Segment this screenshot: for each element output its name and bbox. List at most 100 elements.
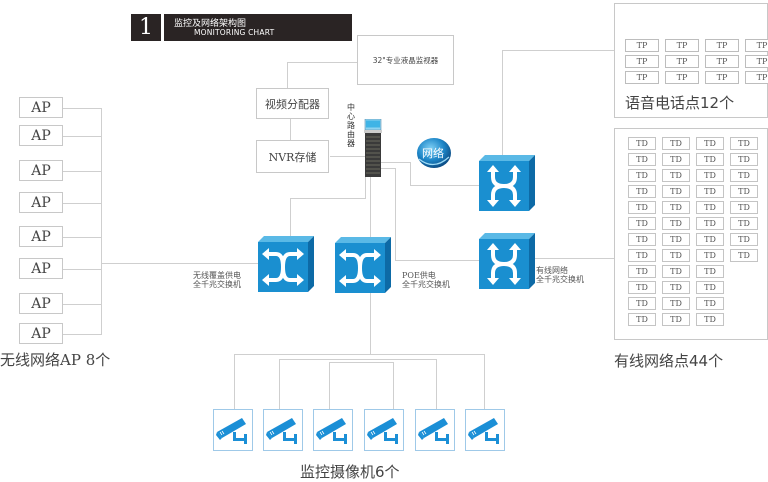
- td-node: TD: [628, 185, 656, 198]
- tp-group-caption: 语音电话点12个: [625, 94, 735, 112]
- tp-node: TP: [745, 55, 768, 68]
- td-empty: [730, 281, 758, 294]
- camera-icon: [313, 409, 353, 451]
- header-title-cn: 监控及网络架构图: [174, 19, 247, 29]
- td-node: TD: [696, 153, 724, 166]
- td-node: TD: [696, 313, 724, 326]
- tp-node: TP: [745, 39, 768, 52]
- wireless-switch-label: 无线覆盖供电 全千兆交换机: [193, 271, 241, 289]
- td-node: TD: [696, 265, 724, 278]
- td-node: TD: [628, 217, 656, 230]
- td-node: TD: [696, 137, 724, 150]
- td-group-caption: 有线网络点44个: [614, 352, 724, 370]
- ap-node: AP: [19, 323, 63, 344]
- wired-switch-icon: [479, 233, 535, 289]
- td-node: TD: [696, 185, 724, 198]
- td-node: TD: [662, 297, 690, 310]
- network-globe-label: 网络: [422, 147, 444, 160]
- wired-switch-label: 有线网络 全千兆交换机: [536, 266, 584, 284]
- ap-node: AP: [19, 293, 63, 314]
- top-right-switch-icon: [479, 155, 535, 211]
- td-node: TD: [730, 217, 758, 230]
- tp-node: TP: [705, 71, 739, 84]
- camera-icon: [263, 409, 303, 451]
- nvr-storage-box: NVR存储: [256, 140, 329, 173]
- tp-node: TP: [665, 71, 699, 84]
- ap-node: AP: [19, 258, 63, 279]
- td-node: TD: [662, 137, 690, 150]
- td-node: TD: [628, 249, 656, 262]
- ap-node: AP: [19, 192, 63, 213]
- tp-node: TP: [625, 39, 659, 52]
- td-node: TD: [662, 169, 690, 182]
- td-node: TD: [662, 185, 690, 198]
- video-splitter-label: 视频分配器: [265, 97, 320, 111]
- td-node: TD: [628, 313, 656, 326]
- td-empty: [730, 313, 758, 326]
- section-number: 1: [131, 14, 161, 41]
- td-node: TD: [730, 201, 758, 214]
- tp-node: TP: [625, 55, 659, 68]
- camera-icon: [415, 409, 455, 451]
- td-node: TD: [628, 153, 656, 166]
- td-empty: [730, 297, 758, 310]
- video-splitter-box: 视频分配器: [256, 88, 329, 119]
- network-globe-icon: 网络: [416, 135, 452, 171]
- tp-node: TP: [665, 39, 699, 52]
- td-node: TD: [662, 313, 690, 326]
- lcd-monitor-label: 32"专业液晶监视器: [372, 55, 439, 65]
- td-node: TD: [730, 185, 758, 198]
- td-node: TD: [662, 281, 690, 294]
- ap-node: AP: [19, 226, 63, 247]
- camera-icon: [364, 409, 404, 451]
- td-node: TD: [696, 217, 724, 230]
- ap-node: AP: [19, 125, 63, 146]
- td-node: TD: [730, 153, 758, 166]
- camera-icon: [213, 409, 253, 451]
- camera-group-caption: 监控摄像机6个: [300, 463, 400, 481]
- tp-node: TP: [665, 55, 699, 68]
- nvr-storage-label: NVR存储: [268, 150, 317, 164]
- core-switch-icon: [335, 237, 391, 293]
- td-node: TD: [730, 233, 758, 246]
- td-node: TD: [662, 153, 690, 166]
- td-empty: [730, 265, 758, 278]
- ap-node: AP: [19, 97, 63, 118]
- lcd-monitor-box: 32"专业液晶监视器: [357, 35, 454, 85]
- td-node: TD: [628, 281, 656, 294]
- wireless-switch-icon: [258, 236, 314, 292]
- header-bar: 监控及网络架构图 MONITORING CHART: [164, 14, 352, 41]
- td-node: TD: [730, 169, 758, 182]
- td-node: TD: [628, 137, 656, 150]
- td-node: TD: [662, 249, 690, 262]
- router-icon: [363, 118, 383, 177]
- td-node: TD: [662, 217, 690, 230]
- tp-node: TP: [745, 71, 768, 84]
- td-node: TD: [696, 297, 724, 310]
- td-node: TD: [628, 233, 656, 246]
- td-node: TD: [628, 169, 656, 182]
- td-node: TD: [628, 201, 656, 214]
- tp-node: TP: [625, 71, 659, 84]
- camera-icon: [465, 409, 505, 451]
- tp-node: TP: [705, 55, 739, 68]
- td-node: TD: [662, 265, 690, 278]
- ap-group-caption: 无线网络AP 8个: [0, 351, 111, 369]
- td-node: TD: [696, 169, 724, 182]
- router-label: 中心路由器: [347, 103, 355, 148]
- td-node: TD: [696, 281, 724, 294]
- poe-switch-label: POE供电 全千兆交换机: [402, 271, 450, 289]
- header-title-en: MONITORING CHART: [194, 28, 275, 37]
- td-group-panel: TD TD TD TD TD TD TD TD TD TD TD TD TD TD TD TD TD TD TD TD…: [614, 128, 768, 340]
- td-node: TD: [662, 201, 690, 214]
- td-node: TD: [696, 201, 724, 214]
- td-node: TD: [696, 233, 724, 246]
- td-node: TD: [696, 249, 724, 262]
- td-node: TD: [628, 265, 656, 278]
- td-node: TD: [628, 297, 656, 310]
- td-node: TD: [730, 249, 758, 262]
- td-grid: TD TD TD TD TD TD TD TD TD TD TD TD TD TD TD TD TD TD TD TD…: [628, 137, 758, 326]
- ap-node: AP: [19, 160, 63, 181]
